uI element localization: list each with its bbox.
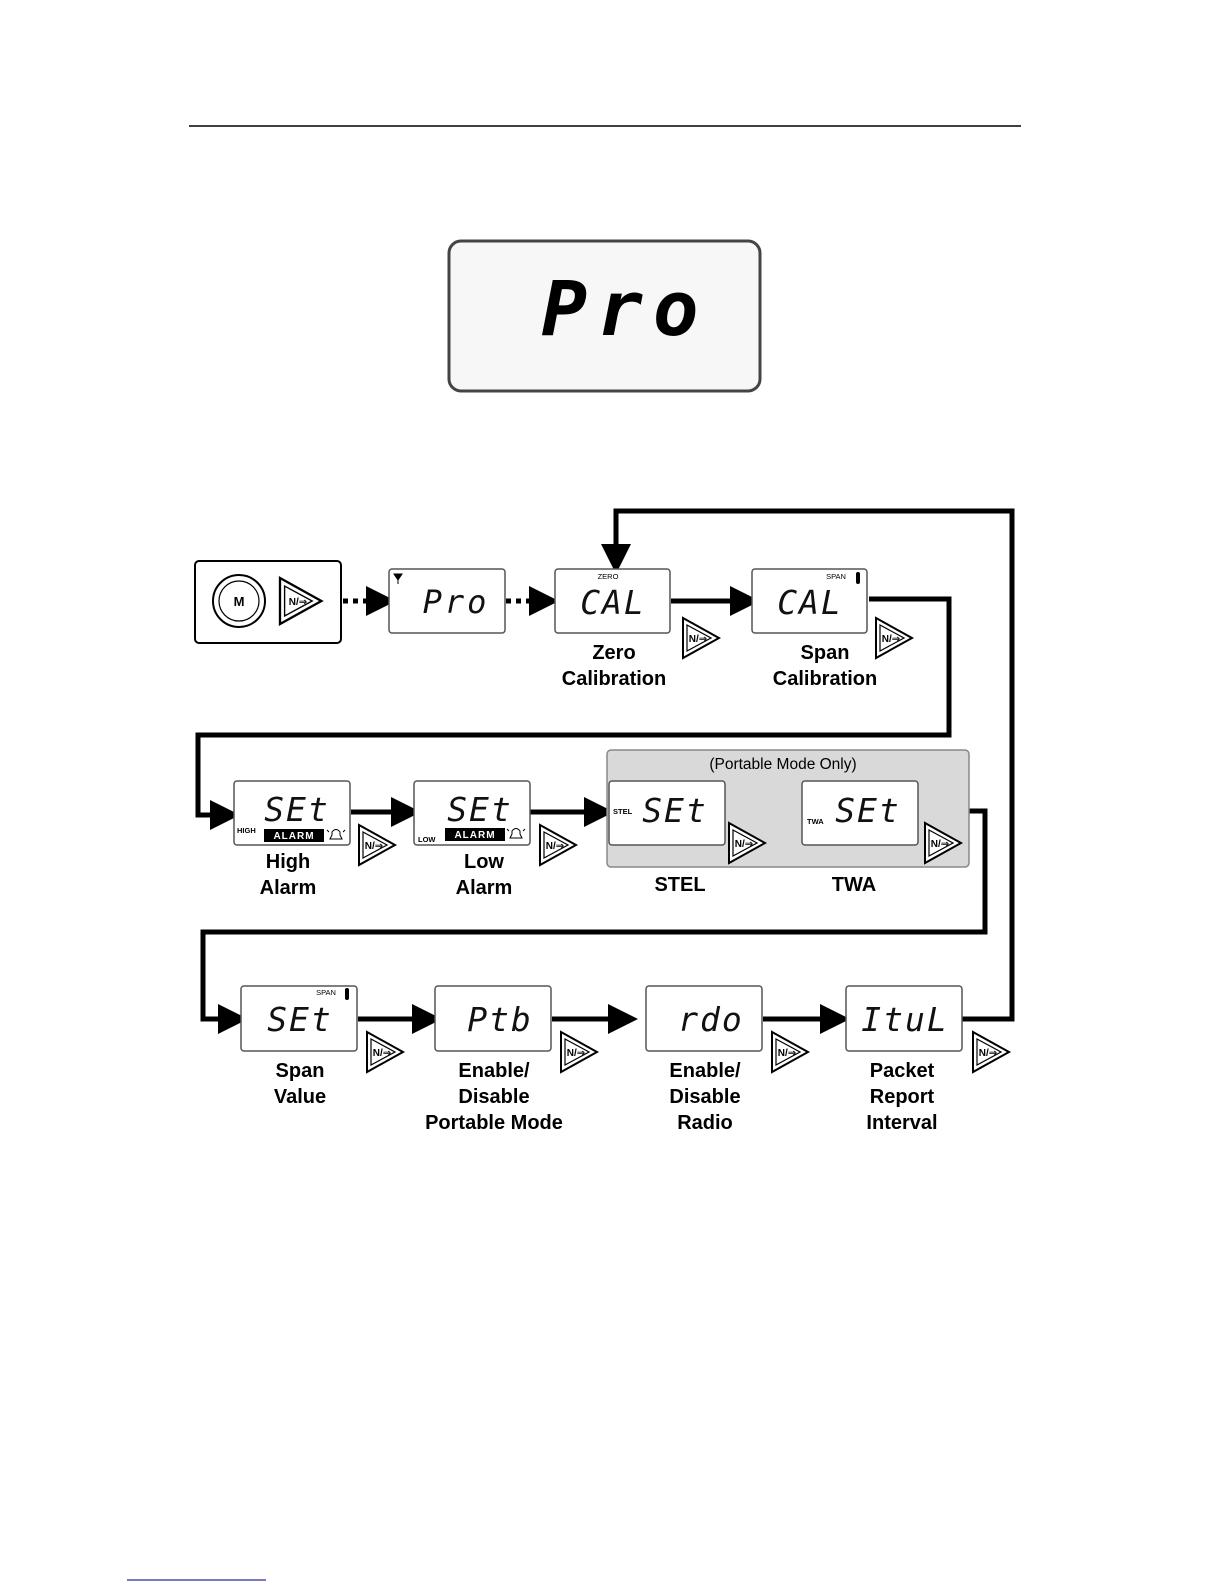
high-indicator: HIGH xyxy=(237,826,256,835)
step-portable-mode: Ptb N/⇒ Enable/ Disable Portable Mode xyxy=(425,985,598,1134)
rdo-caption-line2: Disable xyxy=(669,1086,740,1108)
step-high-alarm: SEt HIGH ALARM N/⇒ High Alarm xyxy=(233,780,396,899)
step-packet-interval: ItuL N/⇒ Packet Report Interval xyxy=(845,985,1010,1134)
low-caption-line1: Low xyxy=(464,851,504,873)
high-caption-line2: Alarm xyxy=(260,877,317,899)
cylinder-icon xyxy=(345,988,349,1000)
next-button-label: N/⇒ xyxy=(567,1048,585,1059)
itul-lcd-text: ItuL xyxy=(861,1000,948,1039)
antenna-icon xyxy=(393,573,403,584)
mode-button-label: M xyxy=(234,594,245,609)
step-radio: rdo N/⇒ Enable/ Disable Radio xyxy=(645,985,809,1134)
high-lcd-text: SEt xyxy=(264,790,330,829)
bell-icon xyxy=(506,828,526,839)
step-low-alarm: SEt LOW ALARM N/⇒ Low Alarm xyxy=(413,780,577,899)
step-zero-calibration: ZERO CAL N/⇒ Zero Calibration xyxy=(554,568,720,690)
span-caption-line1: Span xyxy=(801,642,850,664)
start-lcd: Pro xyxy=(388,568,506,634)
next-button-label: N/⇒ xyxy=(735,839,753,850)
stel-caption: STEL xyxy=(654,874,705,896)
high-caption-line1: High xyxy=(266,851,310,873)
rdo-caption-line3: Radio xyxy=(677,1112,733,1134)
next-button-label: N/⇒ xyxy=(689,634,707,645)
itul-caption-line1: Packet xyxy=(870,1060,935,1082)
hero-lcd-text: Pro xyxy=(541,264,708,353)
span-caption-line2: Calibration xyxy=(773,668,877,690)
rdo-caption-line1: Enable/ xyxy=(669,1060,741,1082)
twa-caption: TWA xyxy=(832,874,876,896)
portable-mode-note: (Portable Mode Only) xyxy=(709,756,856,773)
next-button-label: N/⇒ xyxy=(373,1048,391,1059)
high-alarm-label: ALARM xyxy=(273,831,314,842)
next-button-label: N/⇒ xyxy=(289,597,307,608)
low-indicator: LOW xyxy=(418,835,436,844)
step-stel: STEL SEt N/⇒ STEL xyxy=(608,780,766,896)
stel-indicator: STEL xyxy=(613,807,633,816)
alarm-bar xyxy=(445,828,505,841)
step-span-calibration: SPAN CAL N/⇒ Span Calibration xyxy=(751,568,913,690)
itul-caption-line3: Interval xyxy=(866,1112,937,1134)
cylinder-icon xyxy=(856,572,860,584)
low-alarm-label: ALARM xyxy=(454,830,495,841)
next-button-label: N/⇒ xyxy=(365,841,383,852)
step-twa: TWA SEt N/⇒ TWA xyxy=(801,780,962,896)
stel-lcd-text: SEt xyxy=(642,791,708,830)
ptb-caption-line1: Enable/ xyxy=(458,1060,530,1082)
next-button-label: N/⇒ xyxy=(546,841,564,852)
next-button-label: N/⇒ xyxy=(778,1048,796,1059)
spanval-caption-line2: Value xyxy=(274,1086,326,1108)
ptb-lcd-text: Ptb xyxy=(467,1000,533,1039)
zero-caption-line1: Zero xyxy=(592,642,635,664)
next-button-label: N/⇒ xyxy=(882,634,900,645)
zero-indicator: ZERO xyxy=(598,572,619,581)
start-buttons: M N/⇒ xyxy=(194,560,342,644)
next-button-label: N/⇒ xyxy=(979,1048,997,1059)
twa-lcd-text: SEt xyxy=(835,791,901,830)
low-caption-line2: Alarm xyxy=(456,877,513,899)
itul-caption-line2: Report xyxy=(870,1086,935,1108)
ptb-caption-line3: Portable Mode xyxy=(425,1112,563,1134)
low-lcd-text: SEt xyxy=(447,790,513,829)
flow-connectors xyxy=(195,508,1015,1034)
alarm-bar xyxy=(264,829,324,842)
hero-lcd: Pro xyxy=(447,239,762,393)
rdo-lcd-text: rdo xyxy=(678,1000,744,1039)
bell-icon xyxy=(326,829,346,840)
spanval-indicator: SPAN xyxy=(316,988,336,997)
zero-caption-line2: Calibration xyxy=(562,668,666,690)
spanval-lcd-text: SEt xyxy=(267,1000,333,1039)
step-span-value: SPAN SEt N/⇒ Span Value xyxy=(240,985,404,1108)
start-lcd-text: Pro xyxy=(423,583,490,621)
span-indicator: SPAN xyxy=(826,572,846,581)
ptb-caption-line2: Disable xyxy=(458,1086,529,1108)
zero-lcd-text: CAL xyxy=(580,583,646,622)
twa-indicator: TWA xyxy=(807,817,824,826)
mode-button xyxy=(212,574,266,628)
next-button-label: N/⇒ xyxy=(931,839,949,850)
spanval-caption-line1: Span xyxy=(276,1060,325,1082)
span-lcd-text: CAL xyxy=(777,583,843,622)
